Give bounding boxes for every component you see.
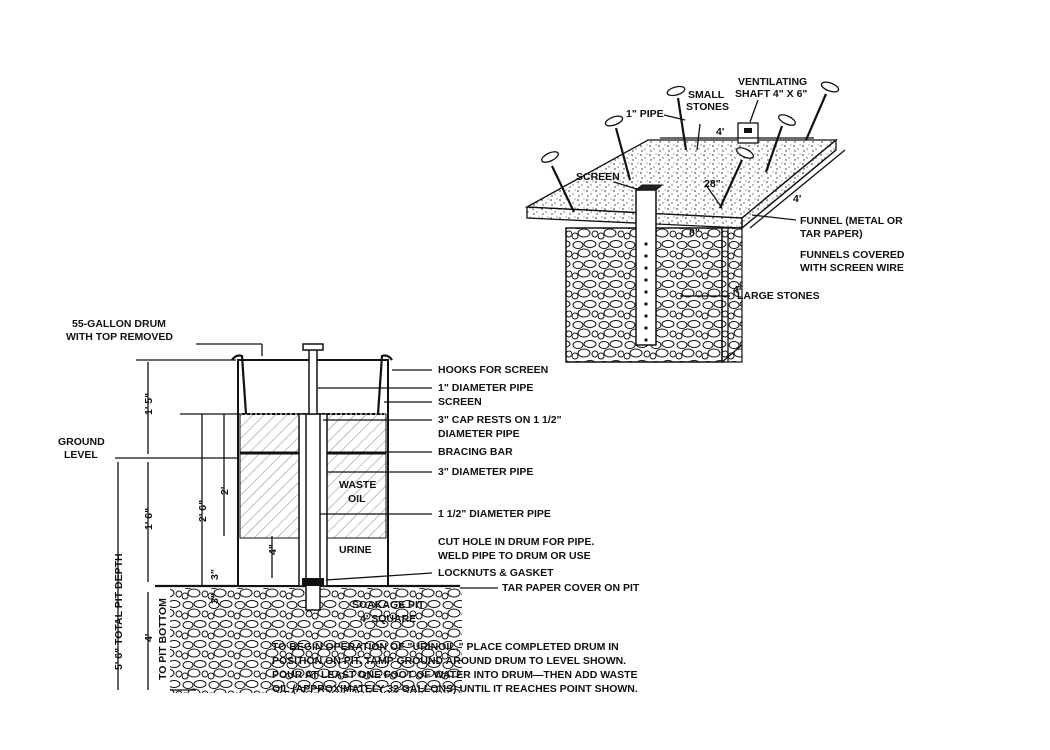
dim-3in-b: 3" — [209, 593, 221, 604]
leader-screen — [613, 181, 641, 191]
label-hooks: HOOKS FOR SCREEN — [438, 364, 548, 376]
dim-4ft: 4' — [143, 634, 155, 642]
dim-top-depth: 4' — [793, 193, 801, 205]
label-funnels-covered-2: WITH SCREEN WIRE — [800, 262, 904, 274]
funnel-3 — [666, 85, 688, 151]
instruction-line-2: POSITION ON PIT. TAMP GROUND AROUND DRUM… — [272, 655, 626, 667]
dim-to-pit-bottom: TO PIT BOTTOM — [157, 598, 169, 680]
label-ventilating-2: SHAFT 4" X 6" — [735, 88, 807, 100]
instruction-line-1: TO BEGIN OPERATION OF "URINOIL," PLACE C… — [272, 641, 619, 653]
dim-2-6: 2' 6" — [197, 500, 209, 522]
label-cap-2: DIAMETER PIPE — [438, 428, 520, 440]
label-waste-oil-1: WASTE — [339, 479, 376, 491]
label-screen-top: SCREEN — [576, 171, 620, 183]
funnel-6 — [719, 147, 754, 209]
dim-top-height: 4' — [733, 284, 741, 296]
dim-3in-a: 3" — [209, 569, 221, 580]
funnel-2 — [604, 115, 632, 181]
cap-3in — [302, 343, 324, 351]
dim-2ft: 2' — [219, 487, 231, 495]
dim-total-depth: 5' 6" TOTAL PIT DEPTH — [113, 553, 125, 670]
instruction-line-3: POUR AT LEAST ONE FOOT OF WATER INTO DRU… — [272, 669, 638, 681]
label-large-stones: LARGE STONES — [737, 290, 820, 302]
soakage-pit-isometric: VENTILATING SHAFT 4" X 6" SMALL STONES 1… — [524, 76, 905, 363]
leader-1in-pipe — [663, 114, 686, 121]
label-1in-pipe: 1" DIAMETER PIPE — [438, 382, 533, 394]
shaft-holes — [644, 242, 648, 342]
label-funnels-covered-1: FUNNELS COVERED — [800, 249, 905, 261]
label-funnel-2: TAR PAPER) — [800, 228, 863, 240]
large-stones-side — [721, 227, 743, 363]
label-1in-pipe: 1" PIPE — [626, 108, 664, 120]
hook-left — [231, 354, 248, 415]
funnel-spacing-line — [705, 184, 723, 209]
label-cut-2: WELD PIPE TO DRUM OR USE — [438, 550, 591, 562]
dim-1-5: 1' 5" — [143, 393, 155, 415]
funnel-5 — [804, 81, 840, 141]
drum-section: 55-GALLON DRUM WITH TOP REMOVED GROUND L… — [58, 318, 640, 695]
label-ventilating-1: VENTILATING — [738, 76, 807, 88]
label-soakage-2: 4' SQUARE — [360, 613, 416, 625]
label-small-stones-1: SMALL — [688, 89, 725, 101]
label-ground-1: GROUND — [58, 436, 105, 448]
label-cut-3: LOCKNUTS & GASKET — [438, 567, 554, 579]
hook-right — [376, 354, 393, 415]
leader-locknut — [325, 572, 433, 581]
label-1-5in-pipe: 1 1/2" DIAMETER PIPE — [438, 508, 551, 520]
label-tar-paper: TAR PAPER COVER ON PIT — [502, 582, 640, 594]
label-funnel-1: FUNNEL (METAL OR — [800, 215, 903, 227]
dim-4in: 4" — [267, 544, 279, 555]
leader-ventilating — [749, 99, 759, 123]
funnels — [541, 81, 840, 213]
leader-funnel — [751, 214, 797, 221]
leader-small-stones — [696, 123, 701, 151]
label-drum-2: WITH TOP REMOVED — [66, 331, 173, 343]
label-bracing: BRACING BAR — [438, 446, 513, 458]
label-urine: URINE — [339, 544, 372, 556]
label-cap-1: 3" CAP RESTS ON 1 1/2" — [438, 414, 562, 426]
label-3in-pipe: 3" DIAMETER PIPE — [438, 466, 533, 478]
dim-top-width: 4' — [716, 126, 724, 138]
dim-1-6: 1' 6" — [143, 508, 155, 530]
label-soakage-1: SOAKAGE PIT — [352, 599, 425, 611]
label-cut-1: CUT HOLE IN DRUM FOR PIPE. — [438, 536, 594, 548]
funnel-4 — [764, 114, 796, 173]
dim-funnel-spacing: 28" — [704, 178, 721, 190]
label-small-stones-2: STONES — [686, 101, 729, 113]
label-screen: SCREEN — [438, 396, 482, 408]
shaft-top — [634, 184, 664, 191]
funnel-1 — [541, 151, 575, 213]
pipe-1in — [308, 345, 318, 415]
label-ground-2: LEVEL — [64, 449, 98, 461]
depth-dimension-line — [749, 149, 846, 229]
instruction-line-4: OIL (APPROXIMATELY 32 GALLONS) UNTIL IT … — [272, 683, 638, 695]
label-waste-oil-2: OIL — [348, 493, 366, 505]
dim-shaft-depth: 8" — [689, 227, 700, 239]
locknut-gasket — [302, 578, 324, 586]
label-drum-1: 55-GALLON DRUM — [72, 318, 166, 330]
